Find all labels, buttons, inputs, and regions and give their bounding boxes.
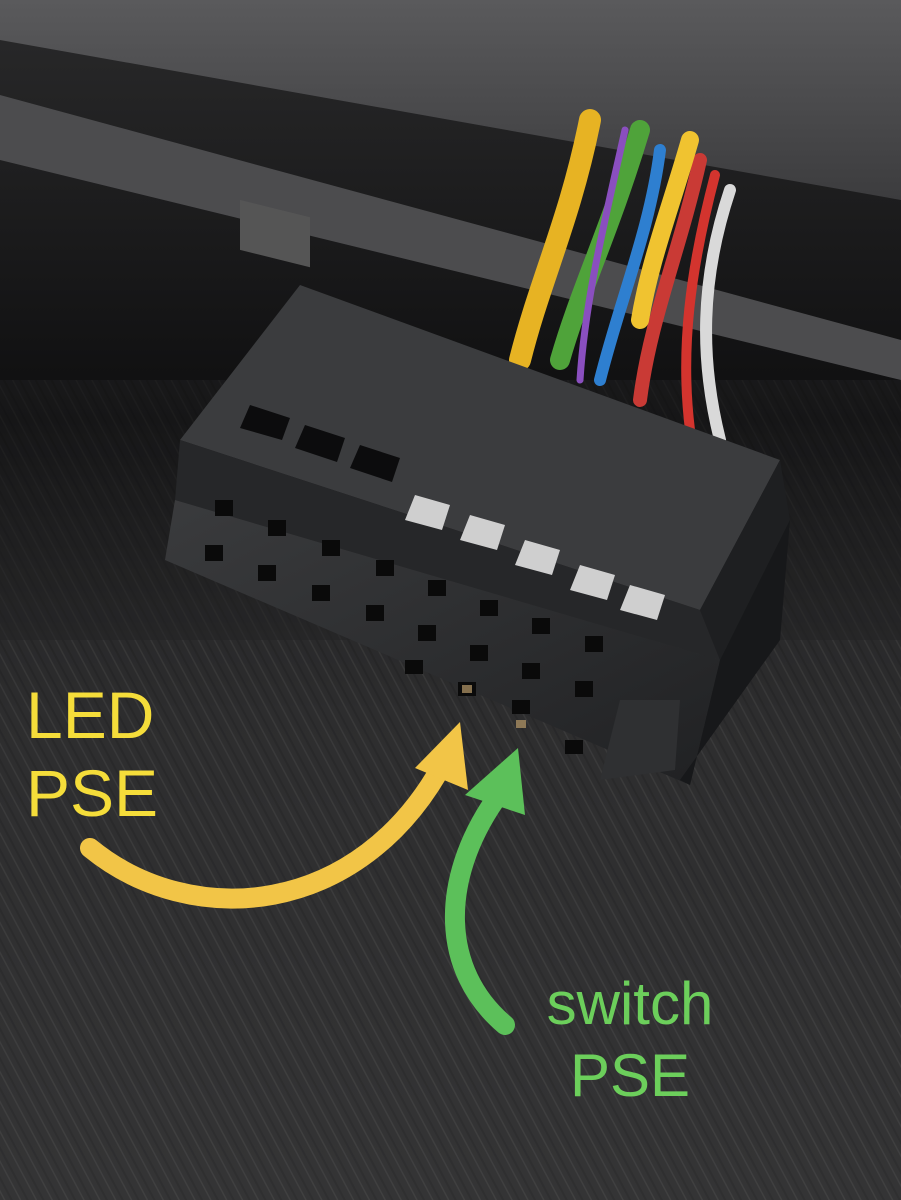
switch-label-line2: PSE bbox=[569, 1042, 691, 1109]
led-arrow bbox=[80, 750, 455, 909]
wire-bundle bbox=[509, 109, 736, 446]
led-arrowhead bbox=[415, 722, 468, 790]
led-label-line2: PSE bbox=[26, 756, 159, 830]
switch-label-line1: switch bbox=[546, 970, 714, 1037]
switch-pse-label: switch PSE bbox=[530, 968, 730, 1112]
connector bbox=[165, 285, 790, 785]
top-panel bbox=[0, 0, 901, 200]
rail bbox=[0, 95, 901, 380]
led-pse-label: LED PSE bbox=[26, 676, 158, 832]
led-label-line1: LED bbox=[26, 678, 155, 752]
switch-arrowhead bbox=[465, 748, 525, 815]
switch-arrow bbox=[444, 790, 515, 1035]
